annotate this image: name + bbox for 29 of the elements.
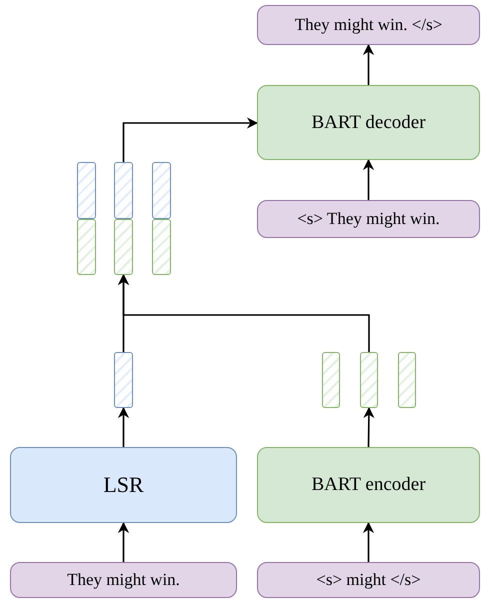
embedding-vector xyxy=(360,352,378,408)
arrow xyxy=(118,406,130,447)
embedding-vector xyxy=(77,162,96,275)
node-label: They might win. xyxy=(67,570,180,590)
token-box xyxy=(257,5,480,45)
embedding-vector xyxy=(398,352,416,408)
arrow xyxy=(362,522,374,562)
node-label: BART encoder xyxy=(311,474,426,496)
token-box xyxy=(257,562,480,598)
model-box xyxy=(257,447,480,523)
arrow xyxy=(118,522,130,562)
embedding-vector xyxy=(114,162,133,275)
embedding-vector xyxy=(114,352,133,408)
node-label: LSR xyxy=(103,472,144,498)
arrow xyxy=(362,158,374,200)
arrow xyxy=(118,274,370,352)
model-box xyxy=(257,85,480,160)
arrow xyxy=(363,406,374,448)
token-box xyxy=(10,562,237,598)
token-box xyxy=(257,200,480,238)
arrow xyxy=(362,44,374,85)
model-box xyxy=(10,447,237,523)
node-label: <s> They might win. xyxy=(297,209,440,229)
embedding-vector xyxy=(152,162,171,275)
arrow xyxy=(122,117,258,162)
node-label: BART decoder xyxy=(311,112,426,134)
embedding-vector xyxy=(322,352,340,408)
node-label: <s> might </s> xyxy=(316,570,421,590)
node-label: They might win. </s> xyxy=(294,15,442,35)
